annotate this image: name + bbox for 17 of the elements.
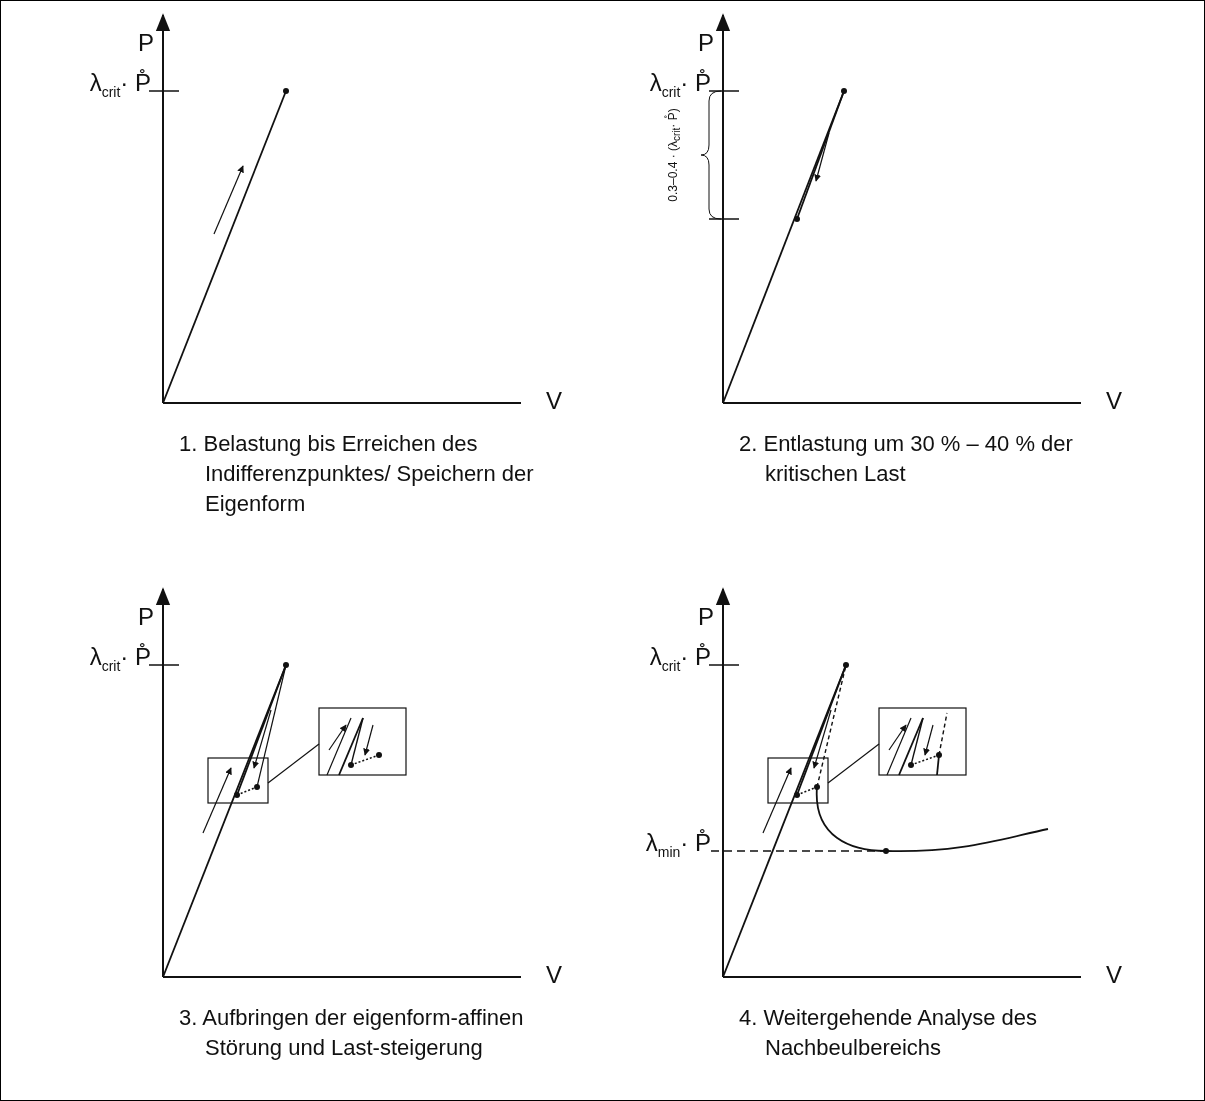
axis-label: P	[698, 29, 714, 57]
step-caption: 4. Weitergehende Analyse des Nachbeulbereichs	[739, 1004, 1039, 1062]
axis-label: V	[1106, 961, 1122, 989]
step-caption: 2. Entlastung um 30 % – 40 % der kritischen Last	[739, 430, 1074, 488]
load-level-label: λ$_{crit}$· P̊	[88, 643, 151, 675]
axis-label: P	[138, 603, 154, 631]
step-caption: 1. Belastung bis Erreichen des Indifferenzpunktes/ Speichern der Eigenform	[179, 430, 535, 518]
axis-label: P	[698, 603, 714, 631]
load-level-label: λ$_{min}$· P̊	[644, 829, 711, 861]
axis-label: P	[138, 29, 154, 57]
axis-label: V	[546, 961, 562, 989]
load-level-label: λ$_{crit}$· P̊	[648, 643, 711, 675]
load-level-label: λ$_{crit}$· P̊	[88, 69, 151, 101]
load-level-label: λ$_{crit}$· P̊	[648, 69, 711, 101]
step-caption: 3. Aufbringen der eigenform-affinen Störung und Last-steigerung	[179, 1004, 525, 1062]
axis-label: V	[1106, 387, 1122, 415]
axis-label: V	[546, 387, 562, 415]
